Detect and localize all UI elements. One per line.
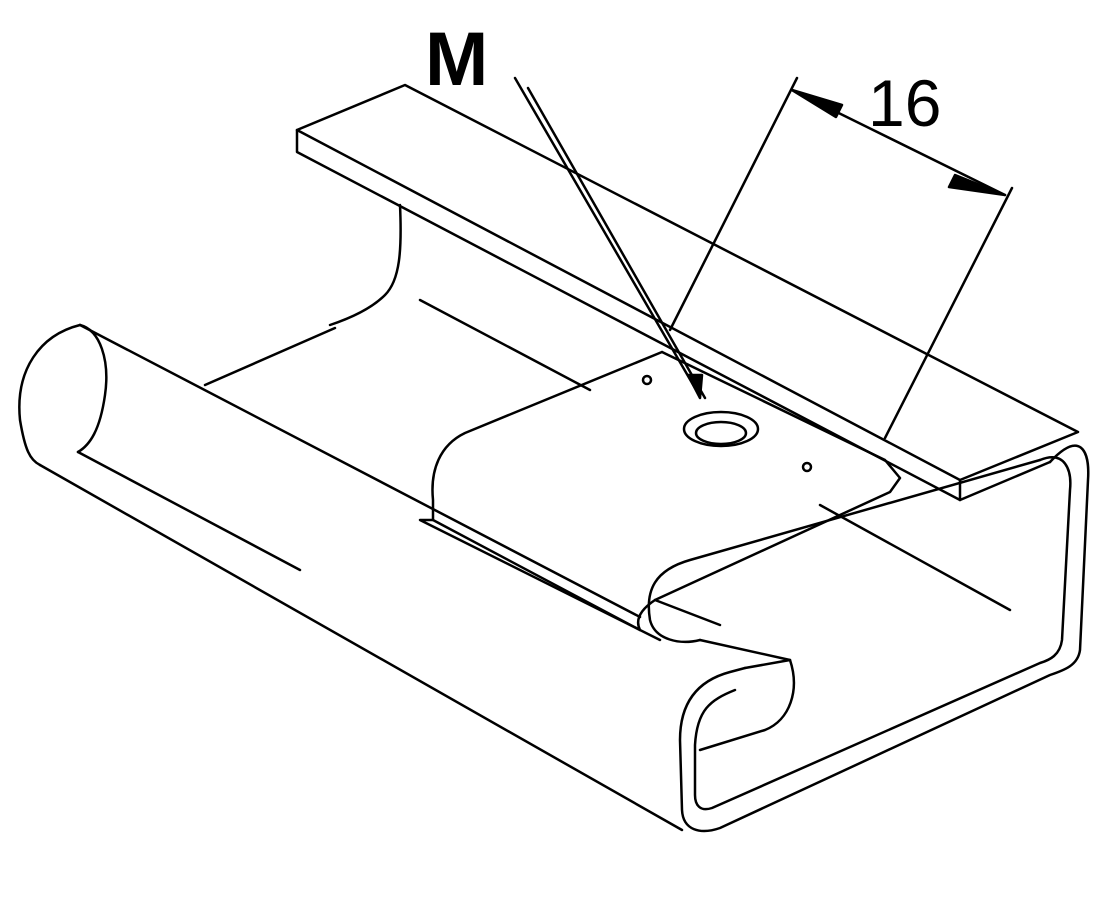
right-profile xyxy=(647,444,1090,833)
left-roll xyxy=(18,323,684,832)
point-label-m: M xyxy=(425,17,489,102)
middle-tab xyxy=(418,350,902,642)
web-wall xyxy=(203,203,592,392)
top-plate xyxy=(295,83,1080,502)
leader-lines xyxy=(513,76,707,400)
dimension-label: 16 xyxy=(868,66,942,140)
dimension-16 xyxy=(668,76,1014,440)
